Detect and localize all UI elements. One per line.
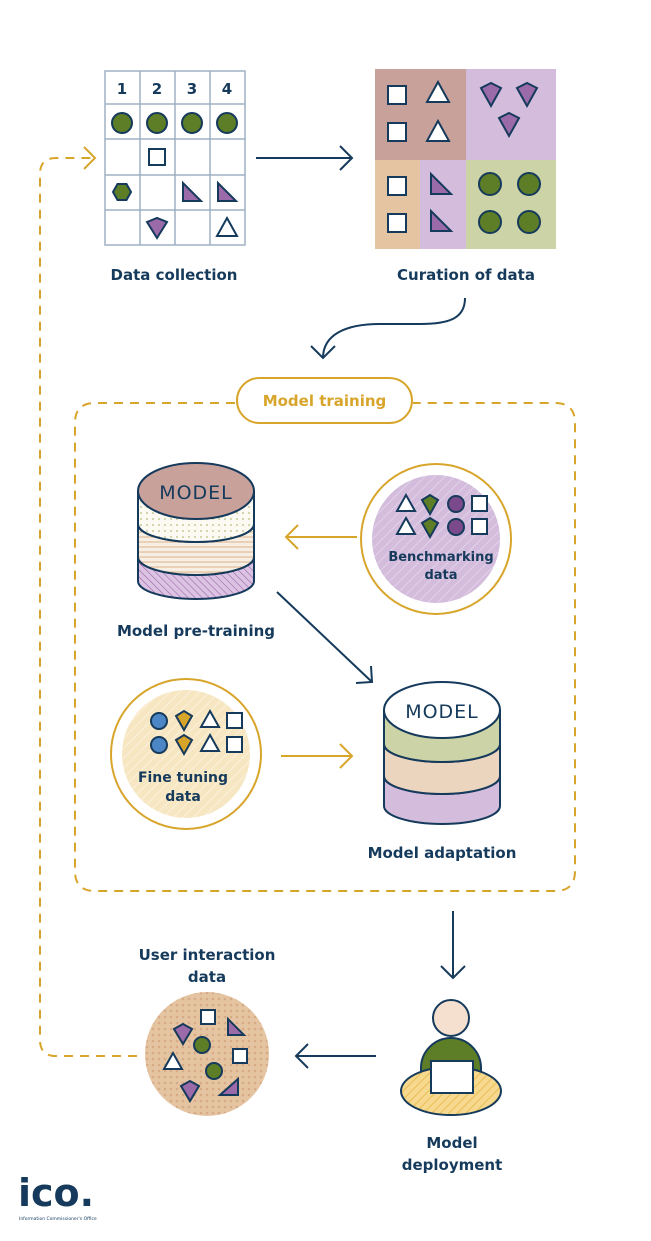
circle-icon (478, 210, 502, 234)
right-triangle-icon (227, 1016, 247, 1036)
circle-icon (150, 736, 168, 754)
user-interaction-label: User interaction (139, 946, 276, 964)
triangle-icon (425, 118, 451, 142)
gem-icon (172, 1022, 194, 1046)
right-triangle-icon (430, 208, 454, 232)
square-icon (387, 213, 407, 233)
curated-data-quadrants (375, 69, 556, 249)
user-interaction-data-circle (145, 992, 269, 1116)
arrow-down-icon (440, 911, 466, 980)
grid-column-header: 3 (187, 80, 197, 98)
circle-icon (447, 518, 465, 536)
benchmark-label: data (424, 568, 457, 583)
hexagon-icon (111, 183, 133, 201)
arrow-left-icon (294, 1043, 376, 1069)
finetuning-data-circle (110, 678, 262, 830)
gem-icon (174, 709, 194, 733)
arrow-left-icon (284, 524, 357, 550)
curation-label: Curation of data (397, 266, 535, 284)
square-icon (148, 148, 166, 166)
triangle-icon (395, 515, 417, 535)
triangle-icon (162, 1050, 184, 1070)
arrow-right-icon (256, 145, 354, 171)
gem-icon (515, 81, 539, 109)
adapted-model-text: MODEL (405, 701, 479, 723)
benchmark-label: Benchmarking (388, 550, 493, 565)
circle-icon (193, 1036, 211, 1054)
gem-icon (420, 516, 440, 540)
square-icon (471, 495, 488, 512)
arrow-right-icon (281, 743, 354, 769)
circle-icon (517, 210, 541, 234)
circle-icon (205, 1062, 223, 1080)
right-triangle-icon (182, 180, 204, 202)
right-triangle-icon (217, 1076, 239, 1096)
deployment-label: Model (426, 1134, 477, 1152)
model-training-boundary (74, 402, 576, 892)
model-training-label: Model training (263, 392, 387, 410)
pretraining-label: Model pre-training (117, 622, 275, 640)
right-triangle-icon (217, 180, 239, 202)
grid-column-header: 2 (152, 80, 162, 98)
benchmarking-data-circle (360, 463, 512, 615)
gem-icon (174, 733, 194, 757)
square-icon (387, 85, 407, 105)
square-icon (226, 712, 243, 729)
model-training-pill (236, 377, 413, 424)
circle-icon (111, 112, 133, 134)
pretraining-model-text: MODEL (159, 482, 233, 504)
pretraining-model-cylinder (137, 462, 255, 600)
ico-logo: ico. (18, 1171, 94, 1215)
gem-icon (179, 1079, 201, 1103)
circle-icon (478, 172, 502, 196)
finetune-label: Fine tuning (138, 770, 228, 786)
deployment-label: deployment (402, 1156, 503, 1174)
arrow-down-icon (310, 297, 466, 360)
grid-column-header: 1 (117, 80, 127, 98)
triangle-icon (425, 79, 451, 103)
adapted-model-cylinder (383, 681, 501, 825)
gem-icon (479, 81, 503, 109)
square-icon (387, 122, 407, 142)
data-collection-grid: 1 2 3 4 (104, 70, 246, 246)
feedback-loop-arrow (39, 146, 137, 1057)
right-triangle-icon (430, 171, 454, 195)
user-interaction-label: data (188, 968, 226, 986)
circle-icon (447, 495, 465, 513)
triangle-icon (199, 708, 221, 728)
adaptation-label: Model adaptation (368, 844, 517, 862)
square-icon (200, 1009, 216, 1025)
data-collection-label: Data collection (111, 266, 238, 284)
arrow-diagonal-icon (276, 591, 374, 684)
gem-icon (497, 111, 521, 139)
square-icon (387, 176, 407, 196)
triangle-icon (395, 492, 417, 512)
grid-column-header: 4 (222, 80, 232, 98)
square-icon (226, 736, 243, 753)
ico-logo-tagline: Information Commissioner's Office (19, 1216, 97, 1222)
circle-icon (150, 712, 168, 730)
gem-icon (420, 493, 440, 517)
triangle-icon (215, 215, 239, 237)
circle-icon (181, 112, 203, 134)
gem-icon (145, 216, 169, 240)
triangle-icon (199, 732, 221, 752)
circle-icon (146, 112, 168, 134)
square-icon (471, 518, 488, 535)
circle-icon (517, 172, 541, 196)
square-icon (232, 1048, 248, 1064)
circle-icon (216, 112, 238, 134)
user-at-desk-icon (400, 999, 502, 1116)
finetune-label: data (165, 789, 201, 805)
